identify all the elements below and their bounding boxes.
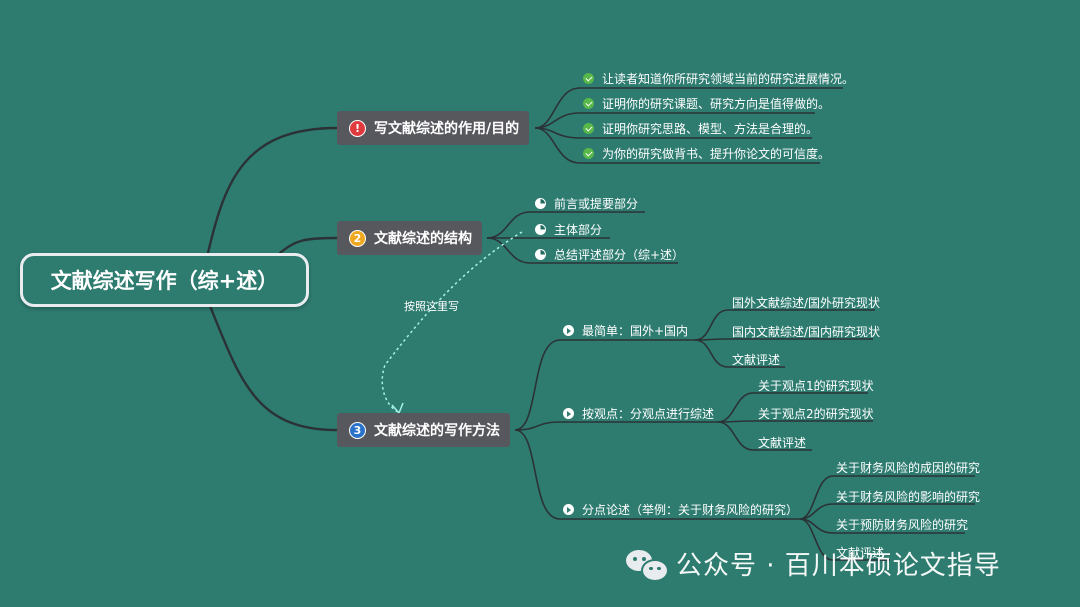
list-item[interactable]: 让读者知道你所研究领域当前的研究进展情况。 (583, 70, 854, 87)
branch-structure[interactable]: 2 文献综述的结构 (337, 221, 482, 255)
branch-methods[interactable]: 3 文献综述的写作方法 (337, 413, 510, 447)
check-circle-icon (583, 73, 594, 84)
play-circle-icon (563, 408, 574, 419)
sub-item[interactable]: 关于预防财务风险的研究 (836, 518, 969, 532)
sub-item[interactable]: 国内文献综述/国内研究现状 (732, 325, 881, 339)
list-item[interactable]: 总结评述部分（综+述） (535, 246, 684, 263)
method-item[interactable]: 按观点：分观点进行综述 (563, 405, 714, 422)
check-circle-icon (583, 148, 594, 159)
root-node[interactable]: 文献综述写作（综+述） (20, 253, 309, 307)
branch-label: 文献综述的写作方法 (374, 423, 500, 439)
list-item[interactable]: 为你的研究做背书、提升你论文的可信度。 (583, 145, 830, 162)
note-label: 按照这里写 (404, 300, 459, 313)
root-label: 文献综述写作（综+述） (50, 269, 279, 293)
sub-item[interactable]: 国外文献综述/国外研究现状 (732, 296, 881, 310)
sub-item[interactable]: 关于观点1的研究现状 (758, 379, 874, 393)
sub-item[interactable]: 关于财务风险的影响的研究 (836, 490, 981, 504)
list-item[interactable]: 证明你研究思路、模型、方法是合理的。 (583, 120, 818, 137)
list-item[interactable]: 主体部分 (535, 221, 602, 238)
watermark-text: 公众号 · 百川本硕论文指导 (676, 551, 1001, 581)
number-3-icon: 3 (349, 421, 366, 439)
sub-item[interactable]: 文献评述 (836, 546, 885, 560)
method-item[interactable]: 分点论述（举例：关于财务风险的研究） (563, 501, 798, 518)
list-item[interactable]: 前言或提要部分 (535, 195, 638, 212)
sub-item[interactable]: 文献评述 (732, 353, 781, 367)
method-item[interactable]: 最简单：国外+国内 (563, 322, 688, 339)
check-circle-icon (583, 98, 594, 109)
pie-quarter-icon (535, 249, 546, 260)
sub-item[interactable]: 文献评述 (758, 436, 807, 450)
number-2-icon: 2 (349, 229, 366, 247)
play-circle-icon (563, 325, 574, 336)
branch-label: 写文献综述的作用/目的 (374, 121, 520, 137)
branch-label: 文献综述的结构 (374, 231, 472, 247)
branch-purpose[interactable]: ! 写文献综述的作用/目的 (337, 111, 530, 145)
sub-item[interactable]: 关于观点2的研究现状 (758, 407, 874, 421)
sub-item[interactable]: 关于财务风险的成因的研究 (836, 461, 981, 475)
pie-quarter-icon (535, 224, 546, 235)
exclamation-icon: ! (349, 119, 366, 137)
pie-quarter-icon (535, 198, 546, 209)
wechat-icon (626, 548, 669, 582)
list-item[interactable]: 证明你的研究课题、研究方向是值得做的。 (583, 95, 830, 112)
watermark: 公众号 · 百川本硕论文指导 (626, 545, 1001, 582)
check-circle-icon (583, 123, 594, 134)
play-circle-icon (563, 504, 574, 515)
